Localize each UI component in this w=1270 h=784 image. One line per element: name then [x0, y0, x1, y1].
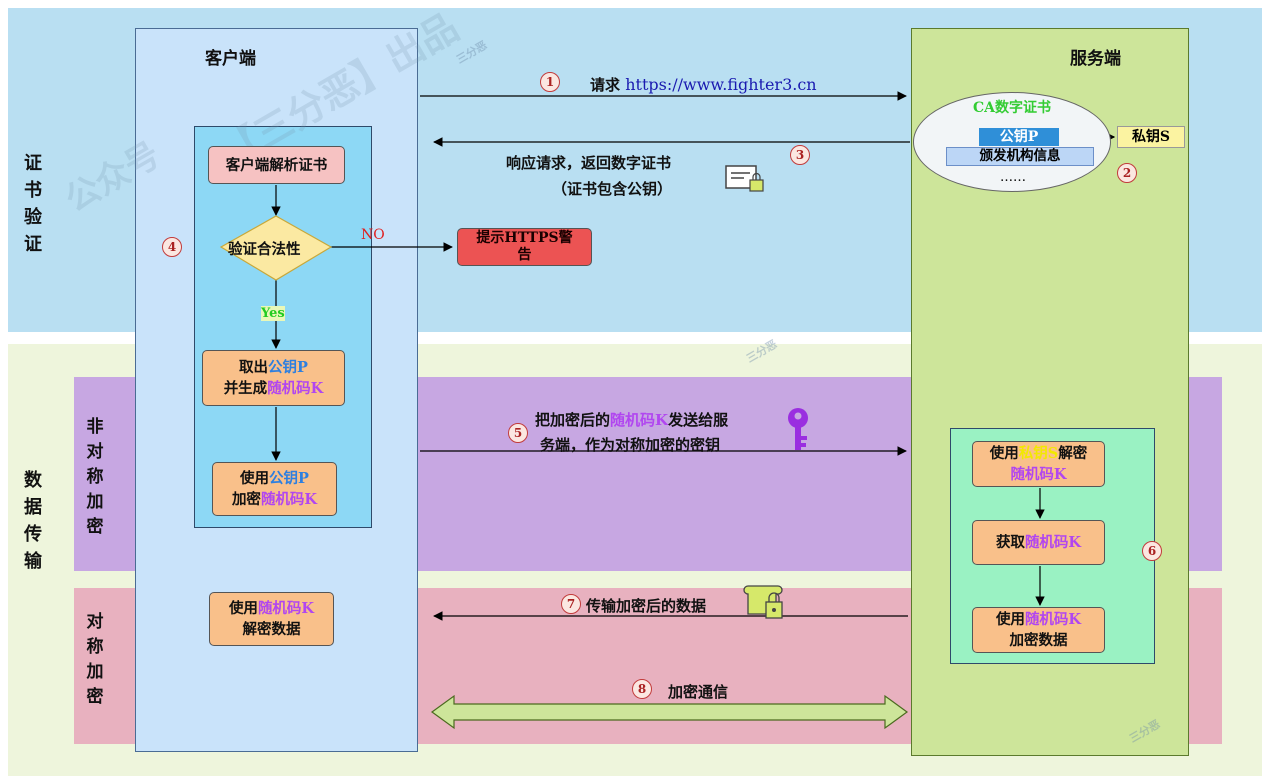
step-badge-3: 3	[790, 145, 810, 165]
step-3-line1: 响应请求，返回数字证书	[506, 154, 672, 172]
encrypt-randkey-box: 使用公钥P 加密随机码K	[212, 462, 337, 516]
scroll-lock-icon	[743, 585, 783, 619]
validate-label: 验证合法性	[228, 241, 301, 258]
step-badge-2: 2	[1117, 163, 1137, 183]
ca-title: CA数字证书	[973, 100, 1052, 116]
client-title: 客户端	[205, 49, 256, 69]
step-badge-8: 8	[632, 679, 652, 699]
client-verification-box	[194, 126, 372, 528]
step-badge-1: 1	[540, 72, 560, 92]
https-warning-box: 提示HTTPS警告	[457, 228, 592, 266]
certificate-icon	[725, 165, 764, 192]
side-label-symmetric: 对称 加密	[86, 612, 104, 707]
extract-pubkey-box: 取出公钥P 并生成随机码K	[202, 350, 345, 406]
client-decrypt-data-box: 使用随机码K 解密数据	[209, 592, 334, 646]
yes-label: Yes	[261, 306, 285, 321]
key-icon	[788, 408, 808, 450]
side-label-data-transfer: 数据 传输	[24, 470, 42, 572]
server-decrypt-box-step: 使用私钥S解密 随机码K	[972, 441, 1105, 487]
server-title: 服务端	[1070, 49, 1121, 69]
ca-issuer-info: 颁发机构信息	[946, 147, 1094, 166]
side-label-verification: 证书 验证	[24, 153, 42, 255]
step-badge-7: 7	[561, 594, 581, 614]
no-label: NO	[361, 227, 385, 243]
step-8-label: 加密通信	[668, 683, 729, 701]
step-7-label: 传输加密后的数据	[586, 597, 707, 615]
step-5-line2: 务端，作为对称加密的密钥	[540, 436, 721, 454]
step-badge-4: 4	[162, 237, 182, 257]
obtain-randkey-box: 获取随机码K	[972, 520, 1105, 565]
step-1-label: 请求 https://www.fighter3.cn	[590, 75, 817, 94]
arrow-encrypted-communication	[430, 694, 909, 730]
parse-certificate-box: 客户端解析证书	[208, 146, 345, 184]
step-badge-6: 6	[1142, 541, 1162, 561]
ca-ellipsis: ……	[1000, 170, 1026, 185]
side-label-asymmetric: 非对 称加 密	[86, 417, 104, 537]
ca-pubkey: 公钥P	[979, 128, 1059, 146]
private-key-box: 私钥S	[1117, 126, 1185, 148]
step-5-line1: 把加密后的随机码K发送给服	[535, 411, 729, 429]
step-badge-5: 5	[508, 423, 528, 443]
request-url: https://www.fighter3.cn	[625, 75, 817, 94]
validate-diamond	[219, 215, 333, 281]
step-3-line2: （证书包含公钥）	[552, 180, 673, 198]
server-encrypt-data-box: 使用随机码K 加密数据	[972, 607, 1105, 653]
